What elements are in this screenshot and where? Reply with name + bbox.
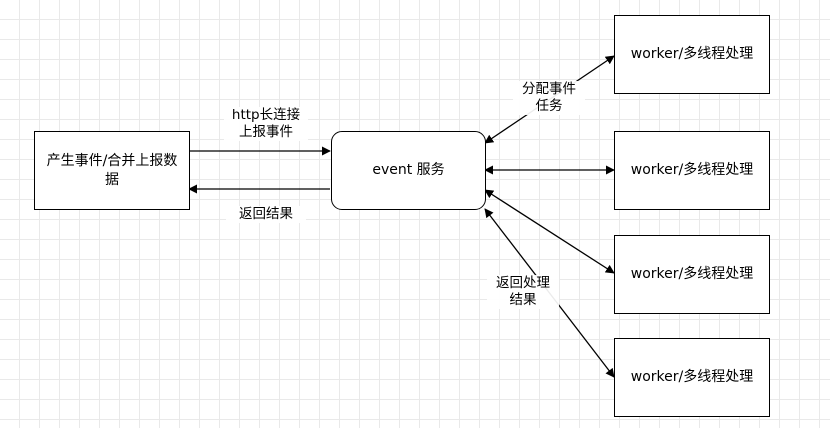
worker-label-4: worker/多线程处理 [630,369,754,385]
assign-task-label: 分配事件 任务 [513,81,585,115]
assign-task-line-1: 分配事件 [522,81,576,97]
arrow-event-worker-3 [484,189,615,274]
worker-node-3: worker/多线程处理 [614,235,770,314]
worker-label-1: worker/多线程处理 [630,46,754,62]
assign-task-line-2: 任务 [535,98,563,114]
return-process-label: 返回处理 结果 [487,275,559,309]
worker-label-3: worker/多线程处理 [630,266,754,282]
worker-label-2: worker/多线程处理 [630,162,754,178]
producer-node: 产生事件/合并上报数据 [34,131,190,210]
return-result-label: 返回结果 [226,206,306,223]
return-result-text: 返回结果 [239,206,293,222]
event-service-label: event 服务 [372,162,445,178]
http-report-line-1: http长连接 [231,107,301,123]
worker-node-1: worker/多线程处理 [614,15,770,94]
producer-label: 产生事件/合并上报数据 [46,152,178,188]
worker-node-4: worker/多线程处理 [614,338,770,417]
return-process-line-2: 结果 [509,292,537,308]
return-process-line-1: 返回处理 [496,275,550,291]
event-service-node: event 服务 [331,131,486,210]
http-report-line-2: 上报事件 [239,124,293,140]
worker-node-2: worker/多线程处理 [614,131,770,210]
http-report-label: http长连接 上报事件 [224,107,308,141]
